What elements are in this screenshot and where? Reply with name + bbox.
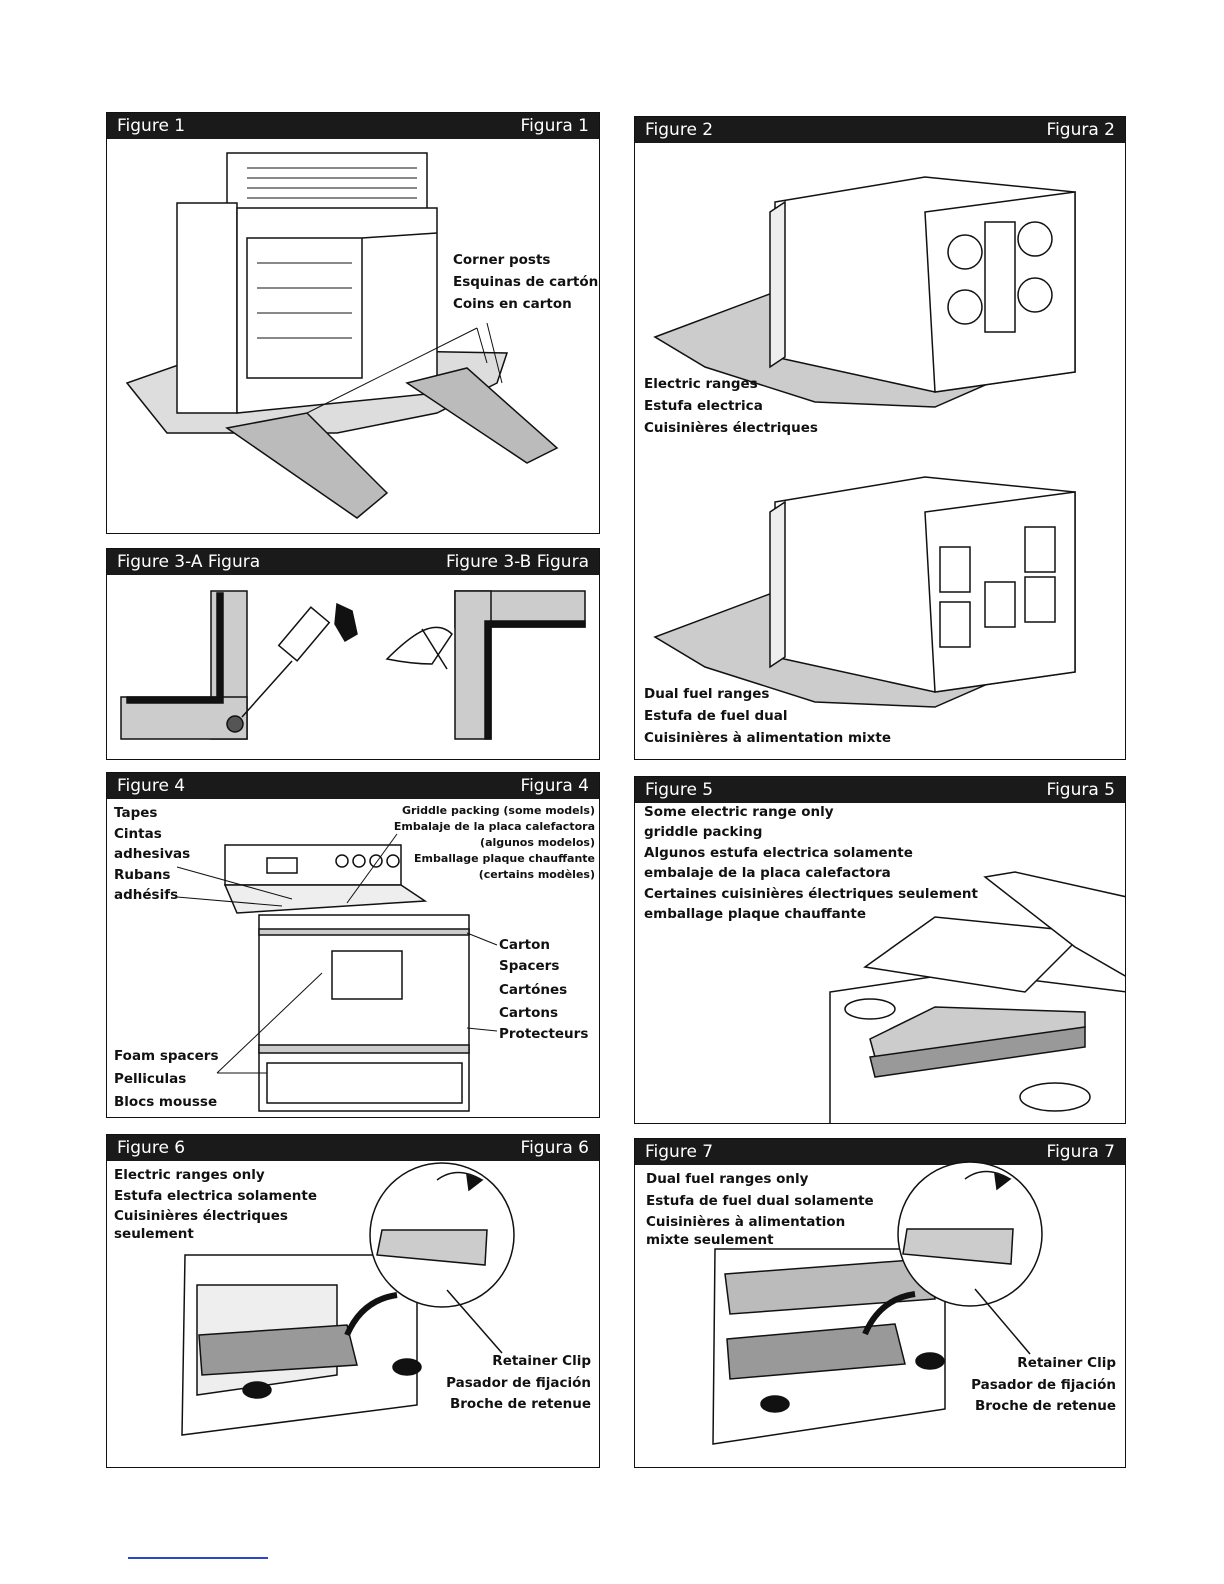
figure-5-title: Figure 5 xyxy=(645,780,714,800)
figure-3-header: Figure 3-A Figura Figure 3-B Figura xyxy=(107,549,599,575)
fig6-line-3: Cuisinières électriques xyxy=(114,1208,288,1224)
fig6-clip-fr: Broche de retenue xyxy=(449,1396,591,1412)
figure-1-header: Figure 1 Figura 1 xyxy=(107,113,599,139)
tapes-fr-1: Rubans xyxy=(114,866,171,883)
foam-es: Pelliculas xyxy=(114,1071,187,1087)
griddle-packing-labels: Griddle packing (some models) Embalaje d… xyxy=(394,803,595,883)
dual-fuel-rack-retainer-clip-illustration xyxy=(712,1161,1043,1445)
fig6-line-1: Electric ranges only xyxy=(114,1167,265,1183)
figure-3b-title: Figure 3-B Figura xyxy=(446,552,589,572)
range-on-skid-illustration xyxy=(125,152,559,519)
tapes-labels: Tapes Cintas adhesivas Rubans adhésifs xyxy=(114,803,190,906)
figure-6-panel: Figure 6 Figura 6 Electric ranges only E… xyxy=(106,1134,600,1468)
carton-en-2: Spacers xyxy=(499,958,560,974)
figure-1-title: Figure 1 xyxy=(117,116,186,136)
griddle-fr-2: (certains modèles) xyxy=(478,868,595,881)
electric-ranges-fr: Cuisinières électriques xyxy=(644,420,818,436)
figure-6-header: Figure 6 Figura 6 xyxy=(107,1135,599,1161)
figure-6-labels: Electric ranges only Estufa electrica so… xyxy=(114,1165,317,1244)
figure-4-panel: Figure 4 Figura 4 Tapes Cintas ad xyxy=(106,772,600,1118)
figure-2-header: Figure 2 Figura 2 xyxy=(635,117,1125,143)
bottom-rule xyxy=(128,1557,268,1559)
figure-7-header: Figure 7 Figura 7 xyxy=(635,1139,1125,1165)
fig7-line-2: Estufa de fuel dual solamente xyxy=(646,1192,874,1209)
dual-fuel-labels: Dual fuel ranges Estufa de fuel dual Cui… xyxy=(644,683,891,749)
fig6-clip-labels: Retainer Clip Pasador de fijación Broche… xyxy=(446,1351,591,1416)
fig5-line-5: Certaines cuisinières électriques seulem… xyxy=(644,886,978,902)
fig7-line-1: Dual fuel ranges only xyxy=(646,1171,809,1187)
fig6-line-2: Estufa electrica solamente xyxy=(114,1187,317,1204)
tapes-en: Tapes xyxy=(114,805,158,821)
carton-fr-1: Cartons xyxy=(499,1005,559,1021)
foam-spacers-labels: Foam spacers Pelliculas Blocs mousse xyxy=(114,1045,219,1114)
figure-5-labels: Some electric range only griddle packing… xyxy=(644,803,978,924)
fig5-line-6: emballage plaque chauffante xyxy=(644,905,867,922)
figure-1-panel: Figure 1 Figura 1 Corner posts Esquinas … xyxy=(106,112,600,534)
carton-spacers-labels: Carton Spacers Cartónes Cartons Protecte… xyxy=(499,935,588,1045)
fig5-line-1: Some electric range only xyxy=(644,804,834,820)
figure-7-title: Figure 7 xyxy=(645,1142,714,1162)
electric-ranges-es: Estufa electrica xyxy=(644,398,763,414)
corner-posts-fr: Coins en carton xyxy=(453,296,572,312)
figure-5-panel: Figure 5 Figura 5 Some electric range on… xyxy=(634,776,1126,1124)
griddle-es-2: (algunos modelos) xyxy=(480,836,595,849)
figure-7-labels: Dual fuel ranges only Estufa de fuel dua… xyxy=(646,1169,874,1251)
fig7-clip-fr: Broche de retenue xyxy=(974,1398,1116,1414)
griddle-es-1: Embalaje de la placa calefactora xyxy=(393,820,595,833)
tapes-es-1: Cintas xyxy=(114,825,162,842)
figure-5-title-es: Figura 5 xyxy=(1046,780,1115,800)
figure-1-labels: Corner posts Esquinas de cartón Coins en… xyxy=(453,249,598,315)
electric-range-packaged-illustration xyxy=(653,176,1076,708)
dual-fuel-en: Dual fuel ranges xyxy=(644,686,770,702)
figure-4-title-es: Figura 4 xyxy=(520,776,589,796)
corner-posts-es: Esquinas de cartón xyxy=(453,274,599,290)
fig7-line-4: mixte seulement xyxy=(646,1231,774,1248)
carton-en-1: Carton xyxy=(499,937,551,953)
foam-en: Foam spacers xyxy=(114,1048,219,1064)
griddle-en: Griddle packing (some models) xyxy=(401,804,595,817)
figure-1-title-es: Figura 1 xyxy=(520,116,589,136)
tapes-fr-2: adhésifs xyxy=(114,887,179,903)
corner-post-removal-illustration xyxy=(120,590,586,740)
dual-fuel-es: Estufa de fuel dual xyxy=(644,708,788,724)
figure-3a-title: Figure 3-A Figura xyxy=(117,552,261,572)
carton-fr-2: Protecteurs xyxy=(499,1026,589,1042)
oven-rack-retainer-clip-illustration xyxy=(181,1162,515,1436)
fig6-line-4: seulement xyxy=(114,1225,194,1242)
figure-4-header: Figure 4 Figura 4 xyxy=(107,773,599,799)
fig7-clip-es: Pasador de fijación xyxy=(971,1376,1116,1393)
fig5-line-3: Algunos estufa electrica solamente xyxy=(644,845,913,861)
figure-4-title: Figure 4 xyxy=(117,776,186,796)
foam-fr: Blocs mousse xyxy=(114,1094,218,1110)
fig6-clip-es: Pasador de fijación xyxy=(446,1374,591,1391)
griddle-fr-1: Emballage plaque chauffante xyxy=(414,852,595,865)
fig5-line-2: griddle packing xyxy=(644,823,763,840)
electric-ranges-en: Electric ranges xyxy=(644,376,758,392)
tapes-es-2: adhesivas xyxy=(114,846,191,862)
figure-2-panel: Figure 2 Figura 2 Electric ranges Estufa… xyxy=(634,116,1126,760)
figure-6-title: Figure 6 xyxy=(117,1138,186,1158)
fig5-line-4: embalaje de la placa calefactora xyxy=(644,864,891,881)
griddle-packing-illustration xyxy=(829,871,1125,1123)
figure-6-title-es: Figura 6 xyxy=(520,1138,589,1158)
electric-ranges-labels: Electric ranges Estufa electrica Cuisini… xyxy=(644,373,818,439)
dual-fuel-fr: Cuisinières à alimentation mixte xyxy=(644,730,892,746)
fig7-clip-labels: Retainer Clip Pasador de fijación Broche… xyxy=(971,1353,1116,1418)
figure-2-title-es: Figura 2 xyxy=(1046,120,1115,140)
range-front-packing-illustration xyxy=(176,833,498,1112)
fig7-clip-en: Retainer Clip xyxy=(1017,1355,1116,1371)
corner-posts-en: Corner posts xyxy=(453,252,551,268)
fig7-line-3: Cuisinières à alimentation xyxy=(646,1214,846,1230)
figure-3-panel: Figure 3-A Figura Figure 3-B Figura xyxy=(106,548,600,760)
figure-7-panel: Figure 7 Figura 7 Dual fuel ranges only … xyxy=(634,1138,1126,1468)
figure-5-header: Figure 5 Figura 5 xyxy=(635,777,1125,803)
carton-es: Cartónes xyxy=(499,982,568,998)
figure-7-title-es: Figura 7 xyxy=(1046,1142,1115,1162)
figure-2-title: Figure 2 xyxy=(645,120,714,140)
fig6-clip-en: Retainer Clip xyxy=(492,1353,591,1369)
